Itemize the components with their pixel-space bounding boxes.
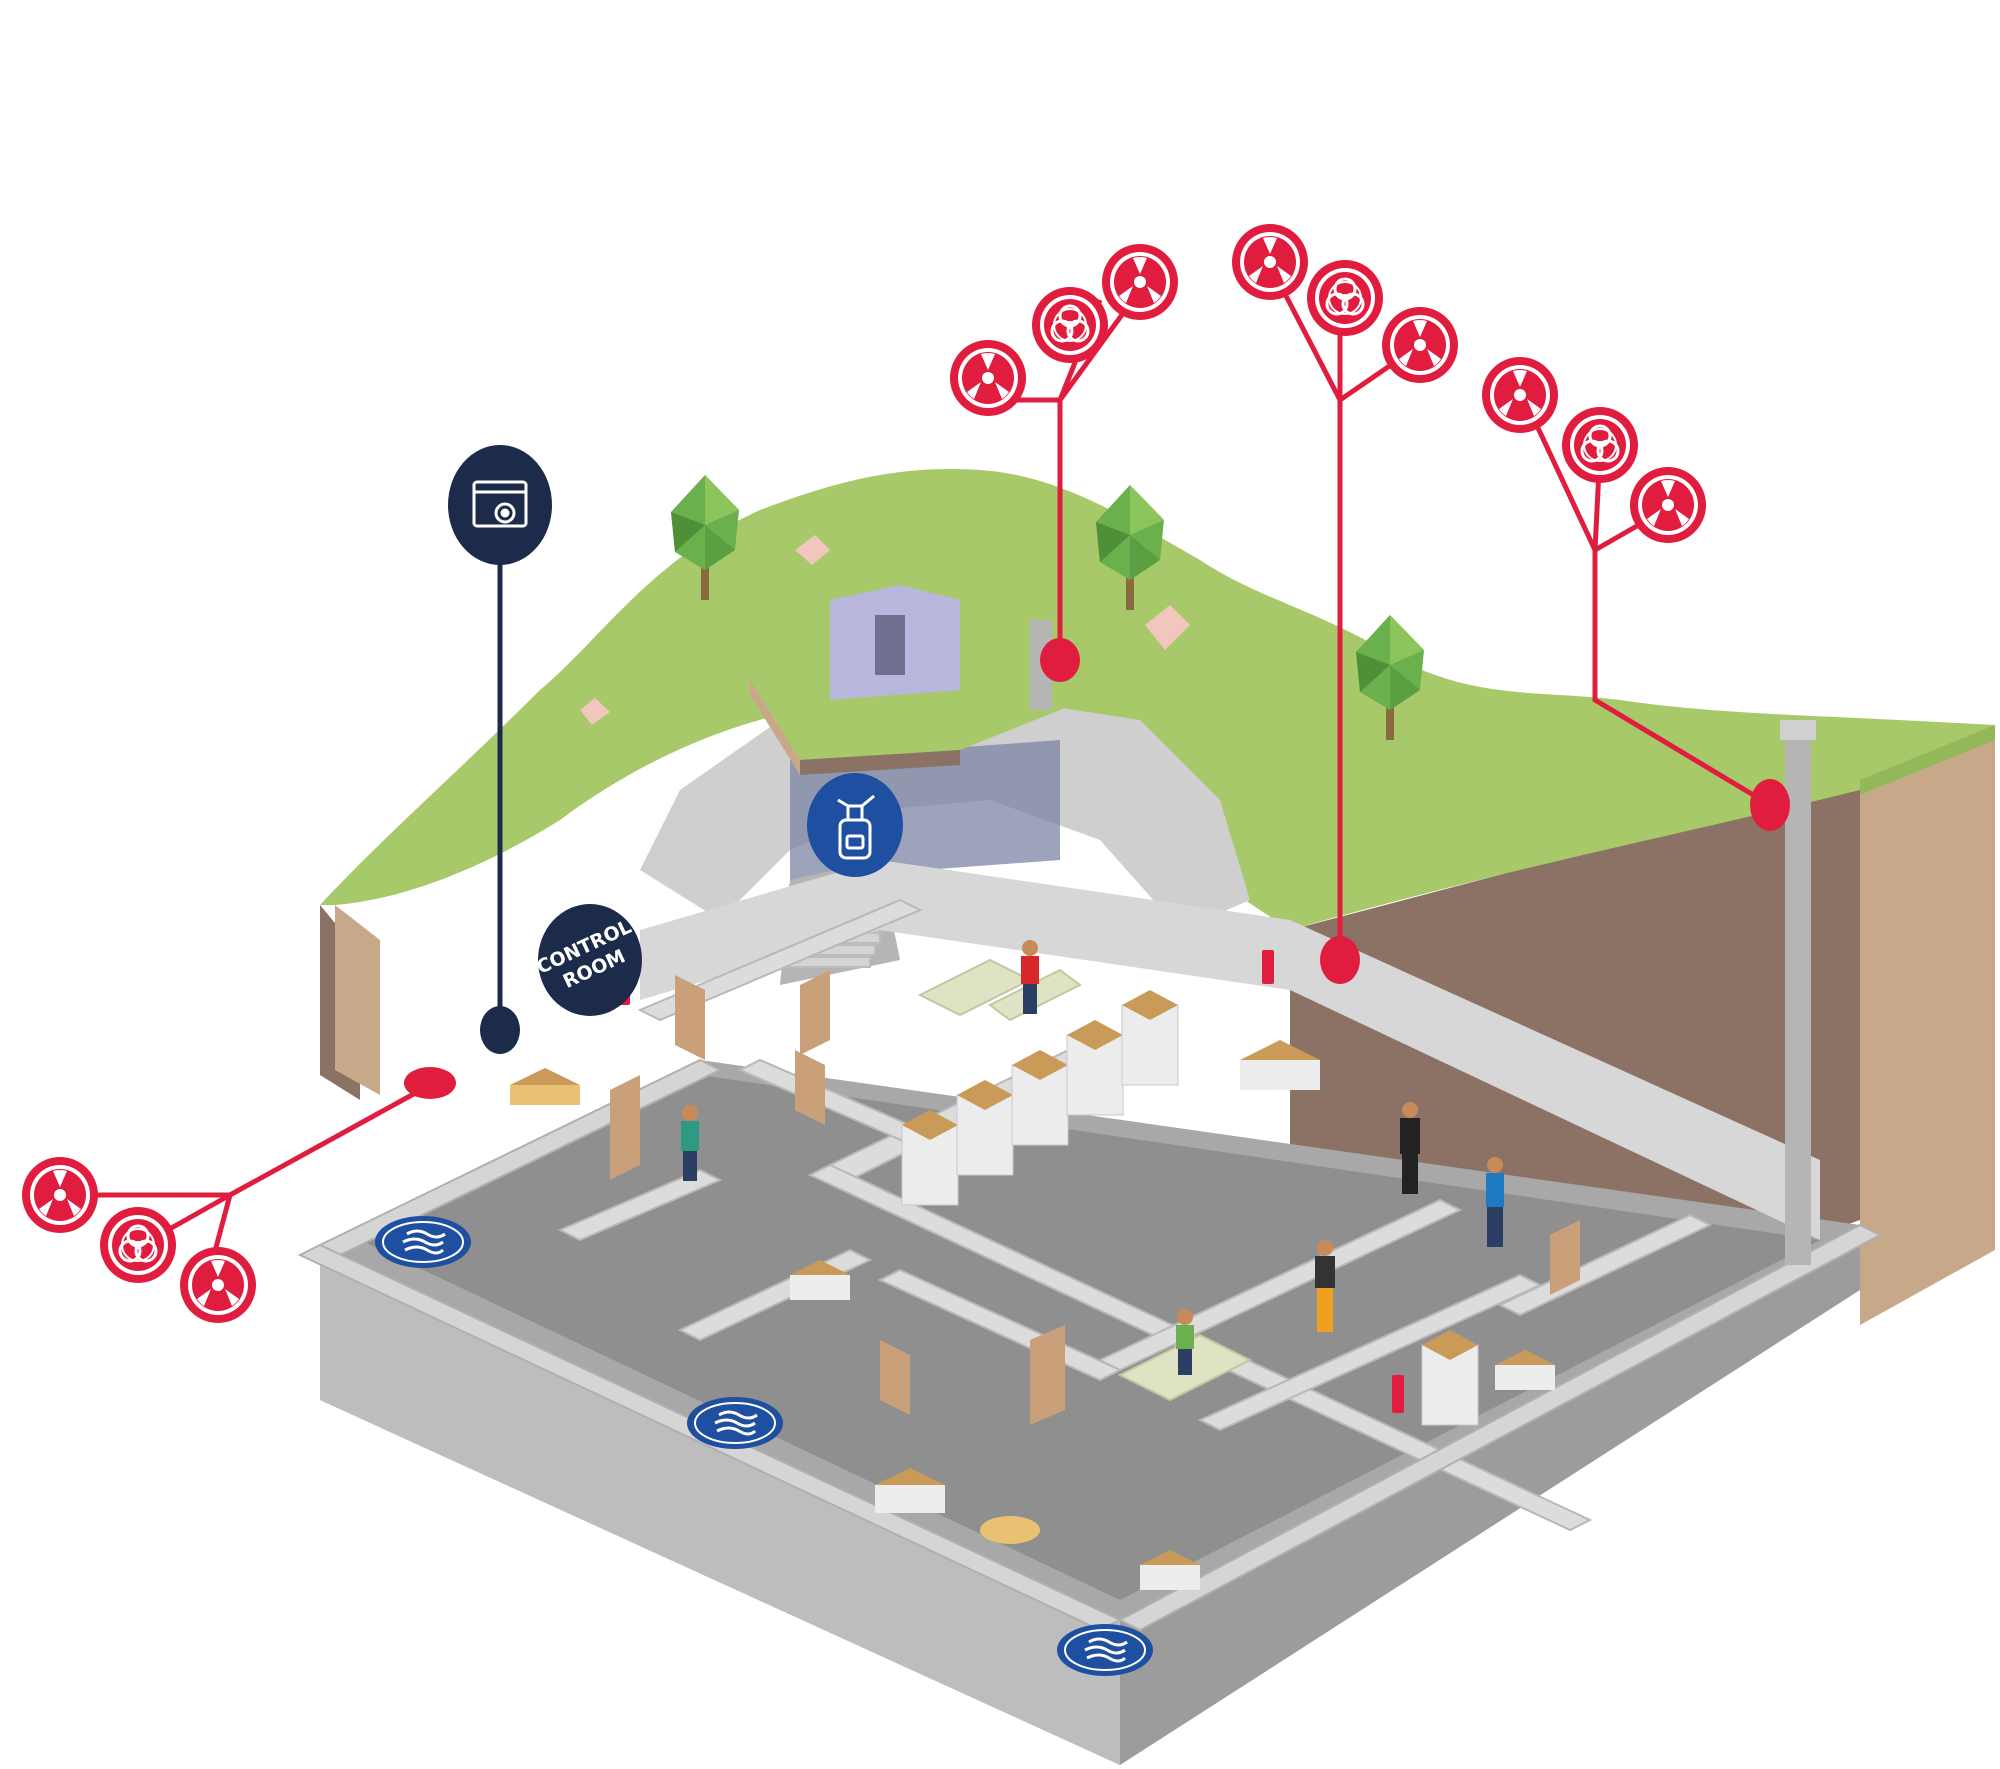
bunker-floor-plan (297, 860, 1883, 1765)
radiation-fan-icon (1630, 467, 1706, 543)
desks (510, 1040, 1555, 1590)
settings-marker (448, 445, 552, 1054)
radiation-fan-icon (1232, 224, 1308, 300)
doors (610, 970, 1580, 1425)
airflow-vent-icon (373, 1214, 473, 1270)
radiation-fan-icon (180, 1247, 256, 1323)
biohazard-icon (98, 1205, 178, 1285)
people (681, 940, 1504, 1375)
radiation-fan-icon (1482, 357, 1558, 433)
filter-connectors (404, 638, 1790, 1099)
radiation-fan-icon (1382, 307, 1458, 383)
radiation-fan-icon (950, 340, 1026, 416)
control-room-label: CONTROL ROOM (533, 904, 642, 1016)
surface-details (580, 475, 1816, 1265)
biohazard-icon (1305, 258, 1385, 338)
radiation-fan-icon (1102, 244, 1178, 320)
radiation-fan-icon (22, 1157, 98, 1233)
airflow-vent-icon (685, 1395, 785, 1451)
decontamination-marker (807, 773, 903, 877)
airflow-vent-icon (1055, 1622, 1155, 1678)
biohazard-icon (1560, 405, 1640, 485)
storage-cabinets (901, 990, 1479, 1426)
biohazard-icon (1030, 285, 1110, 365)
settings-window-icon (472, 480, 528, 528)
spray-bottle-icon (837, 794, 875, 860)
